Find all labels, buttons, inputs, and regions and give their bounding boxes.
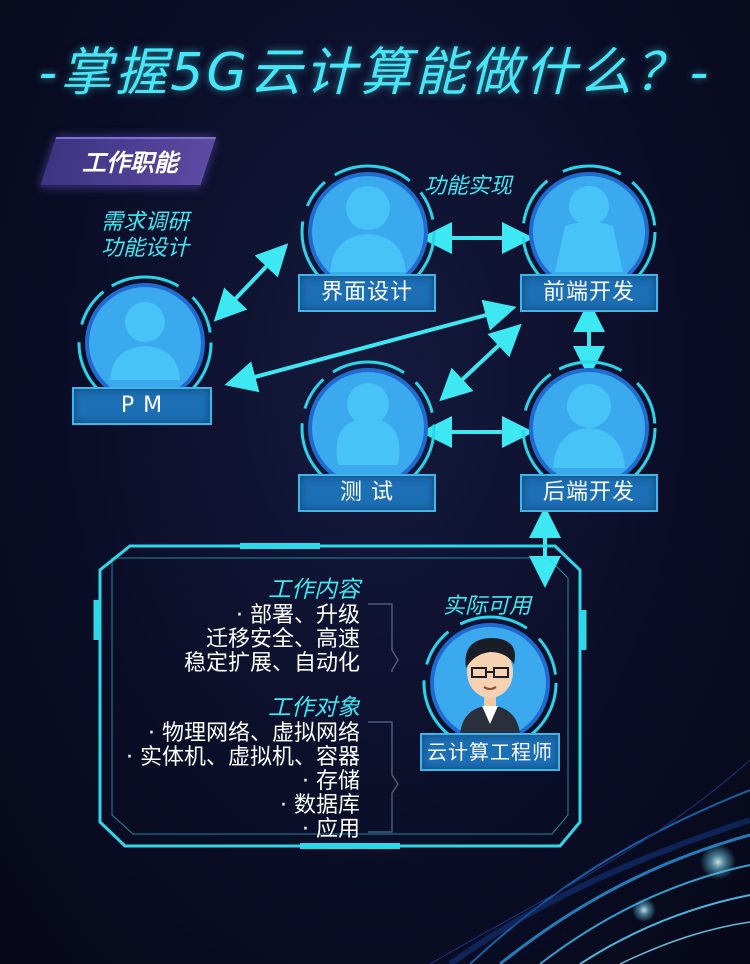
work-content: 工作内容 · 部署、升级 迁移安全、高速 稳定扩展、自动化	[110, 570, 360, 676]
avatar-ui	[300, 164, 436, 300]
section-label: 工作职能	[82, 149, 178, 177]
work-content-item: 稳定扩展、自动化	[183, 651, 360, 676]
work-objects-item: · 实体机、虚拟机、容器	[126, 745, 360, 770]
node-pm-label: P M	[72, 387, 212, 425]
avatar-backend	[521, 360, 657, 496]
practical-note: 实际可用	[443, 594, 532, 619]
node-test-label: 测 试	[298, 474, 436, 512]
pm-note: 需求调研 功能设计	[80, 210, 210, 262]
work-objects-item: · 数据库	[280, 793, 360, 818]
avatar-test	[300, 360, 436, 496]
arrow-test-frontend	[439, 323, 522, 402]
page-title: -掌握5G云计算能做什么？-	[38, 43, 712, 103]
work-objects-item: · 存储	[302, 769, 360, 794]
node-frontend-label: 前端开发	[520, 274, 658, 312]
braces	[368, 603, 399, 833]
pm-note-line1: 需求调研	[100, 210, 189, 235]
avatar-engineer	[422, 615, 558, 751]
arrow-pm-ui	[213, 243, 289, 322]
connectors	[213, 222, 605, 588]
work-objects: 工作对象 · 物理网络、虚拟网络 · 实体机、虚拟机、容器 · 存储 · 数据库…	[100, 688, 360, 842]
avatar-pm	[77, 275, 213, 411]
work-content-item: 迁移安全、高速	[205, 627, 360, 652]
node-engineer-label: 云计算工程师	[420, 733, 560, 771]
node-backend-label: 后端开发	[520, 474, 658, 512]
pm-note-line2: 功能设计	[100, 236, 189, 261]
avatar-frontend	[521, 164, 657, 300]
work-objects-item: · 应用	[302, 817, 360, 842]
work-box-frame	[93, 543, 587, 849]
work-objects-heading: 工作对象	[268, 695, 360, 721]
work-objects-item: · 物理网络、虚拟网络	[148, 721, 360, 746]
arrow-pm-frontend	[224, 299, 517, 393]
work-content-heading: 工作内容	[268, 577, 360, 603]
light-streaks	[429, 759, 750, 964]
node-ui-label: 界面设计	[298, 274, 436, 312]
feature-note: 功能实现	[424, 174, 513, 199]
work-content-item: · 部署、升级	[236, 603, 360, 628]
